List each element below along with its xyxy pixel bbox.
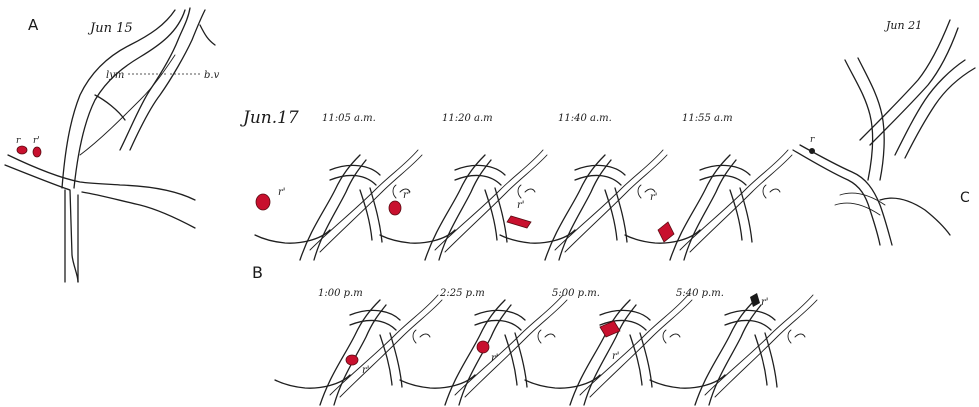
panel-b-date: Jun.17 <box>240 108 299 128</box>
frame-row1-2-cell <box>507 216 531 228</box>
panel-a-lym-label: lym <box>106 70 124 81</box>
vessel-a-lymph <box>80 55 175 155</box>
vessel-c-5 <box>860 20 950 140</box>
frame-row2-2: r' <box>525 295 692 405</box>
frame-row2-1-cell <box>477 341 489 353</box>
frame-row1-1-label: r' <box>403 190 411 201</box>
frame-row1-2-label: r' <box>517 200 525 211</box>
vessel-a-upper-2 <box>74 10 185 188</box>
panel-c-letter: C <box>960 190 970 206</box>
panel-c-date: Jun 21 <box>884 19 922 32</box>
frame-row2-3-label: r' <box>761 297 769 308</box>
time-row1-0: 11:05 a.m. <box>322 113 376 124</box>
frame-row2-3-cell <box>750 293 760 307</box>
panel-a-date: Jun 15 <box>87 21 133 36</box>
cell-r <box>17 146 27 154</box>
time-row2-3: 5:40 p.m. <box>676 288 724 299</box>
panel-a-cell-r-label: r <box>16 136 21 146</box>
frame-row1-2: r' <box>500 150 667 260</box>
panel-a-letter: A <box>28 16 39 34</box>
time-row2-1: 2:25 p.m <box>439 288 485 299</box>
vessel-a-upper-4 <box>130 10 205 150</box>
frame-row1-0-label: r' <box>278 187 286 198</box>
time-row1-1: 11:20 a.m <box>442 113 493 124</box>
frame-row2-0-label: r' <box>362 365 370 376</box>
time-row1-2: 11:40 a.m. <box>558 113 612 124</box>
panel-a-cell-r-prime-label: r' <box>33 136 40 146</box>
vessel-a-lower-3 <box>82 192 195 228</box>
frame-row1-3-cell <box>658 222 674 242</box>
vessel-c-9 <box>880 198 950 235</box>
panel-c: Jun 21 C r <box>793 19 975 245</box>
panel-c-cell-label: r <box>810 135 815 145</box>
time-row2-2: 5:00 p.m. <box>552 288 600 299</box>
frame-row2-1: r' <box>400 295 567 405</box>
panel-a: A Jun 15 lym b.v r r' <box>5 8 220 282</box>
vessel-c-2 <box>800 145 892 245</box>
panel-b-letter: B <box>252 263 263 282</box>
frame-row2-0: r' <box>275 295 442 405</box>
frame-row2-3: r' <box>650 293 817 405</box>
frame-row2-1-label: r' <box>491 353 499 364</box>
frame-row1-1-cell <box>389 201 401 215</box>
vessel-c-7 <box>895 60 965 155</box>
time-row2-0: 1:00 p.m <box>318 288 363 299</box>
frame-row2-2-label: r' <box>612 351 620 362</box>
frame-row1-3: r' <box>625 150 792 260</box>
cell-r-prime <box>33 147 41 157</box>
panel-a-bv-label: b.v <box>204 70 220 81</box>
vessel-a-upper-1 <box>62 10 175 188</box>
time-row1-3: 11:55 a.m <box>682 113 733 124</box>
vessel-a-lower <box>5 165 78 282</box>
frame-row1-3-label: r' <box>650 192 658 203</box>
frame-row1-0-cell <box>256 194 270 210</box>
frame-row2-0-cell <box>346 355 358 365</box>
vessel-c-10 <box>835 193 885 215</box>
